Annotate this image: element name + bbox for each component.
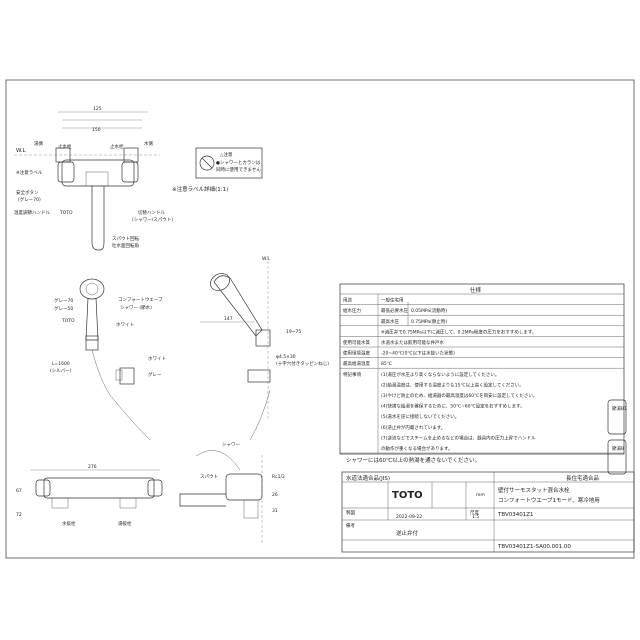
product-name: 壁付サーモスタット混合水栓 xyxy=(498,486,570,494)
spec-row-value: (4)快適な給湯を確保するために、50℃~60℃設定をおすすめします。 xyxy=(381,403,525,410)
front-view: 125 150 W.L 湯側 水側 止水栓 止水栓 ※注意ラベル 安全ボタン (… xyxy=(14,106,173,251)
long-life-cert: 長住宅適合品 xyxy=(566,474,600,482)
spec-row-label: 最高給湯温度 xyxy=(343,360,370,367)
unit-label: mm xyxy=(476,493,485,498)
spec-row-value: (5)湯水を逆に接続しないでください。 xyxy=(381,413,459,420)
water-cert: 水道法適合品(JIS) xyxy=(346,474,390,482)
switch-handle-label: 切替ハンドル xyxy=(138,209,165,216)
spec-row-value: (1)湯圧が水圧より高くならないように設定してください。 xyxy=(381,371,499,378)
sheet-border xyxy=(5,79,635,559)
spec-title: 仕様 xyxy=(470,286,482,294)
dim-67: 67 xyxy=(16,488,22,494)
dim-26: 26 xyxy=(272,492,278,498)
spec-row-sublabel: 最低必要水圧 xyxy=(381,307,408,314)
spec-row-label: 給水圧力 xyxy=(343,307,361,314)
shower-heat-note: シャワーには60℃以上の熱湯を通さないでください。 xyxy=(346,456,480,464)
dim-147: 147 xyxy=(224,316,233,322)
spec-row-value: (3)やけど防止のため、給湯器の最高温度は60℃を目安に設定してください。 xyxy=(381,392,537,399)
stamp-left: 節湯B1 xyxy=(612,405,627,412)
bottom-front-view: 276 67 72 水抜栓 湯抜栓 xyxy=(16,464,163,527)
white-label: ホワイト xyxy=(116,322,134,328)
spec-row-label: 使用環境温度 xyxy=(343,350,370,357)
hose-color-label: (シルバー) xyxy=(50,368,72,374)
spec-row-value: 水道水または飲用可能な井戸水 xyxy=(381,339,444,346)
bottom-side-view: シャワー スパウト Rc1/2 26 31 xyxy=(179,442,285,545)
shower-set-view: グレー70 グレー50 TOTO コンフォートウエーブ シャワー (節水) ホワ… xyxy=(50,278,166,441)
wall-screw-label: φ4.5×30 xyxy=(276,354,296,360)
spec-row-label: 用途 xyxy=(343,297,352,304)
white-label-2: ホワイト xyxy=(148,356,166,362)
stamp-right: 節湯B xyxy=(612,445,624,452)
spec-row-value: 0.05MPa(流動時) xyxy=(411,307,447,314)
dim-31: 31 xyxy=(272,508,278,514)
comfort-shower-sub: シャワー (節水) xyxy=(120,304,152,311)
wall-screw-sub: (十字穴付きタッピンねじ) xyxy=(276,360,329,367)
spec-row-value: (2)給湯温度は、使用する温度よりも15℃以上高く設定してください。 xyxy=(381,381,524,388)
gray50-label: グレー50 xyxy=(54,305,73,312)
spec-row-value: (6)逆止弁が内蔵されています。 xyxy=(381,424,445,431)
stop-hot-label: 湯抜栓 xyxy=(118,520,132,527)
caution-line-2: ●シャワーとカランは xyxy=(216,160,261,166)
rc12-label: Rc1/2 xyxy=(272,474,285,480)
spec-row-value: 一般住宅用 xyxy=(381,297,404,304)
temp-handle-label: 温度調節ハンドル xyxy=(14,209,50,216)
eco-stamps: 節湯B1 節湯B xyxy=(607,399,627,475)
side-view: W.L 147 19~75 φ4.5×30 (十字穴付きタッピンねじ) xyxy=(200,256,329,441)
spec-row-label: 特記事項 xyxy=(343,371,361,378)
safety-button-label: 安全ボタン xyxy=(16,189,39,196)
comfort-shower-label: コンフォートウエーブ xyxy=(118,296,163,303)
scale-value: 1:5 xyxy=(472,514,479,520)
gray-label: グレー xyxy=(148,371,162,378)
spec-row-value: -20~40℃(0℃以下は水抜いた状態) xyxy=(381,350,455,357)
shower-label: シャワー xyxy=(222,442,240,448)
spout-rotate-sub: 吐水面回転角 xyxy=(112,242,139,249)
dim-19-75: 19~75 xyxy=(286,329,301,335)
safety-color-label: (グレー70) xyxy=(18,196,41,203)
dim-72: 72 xyxy=(16,512,22,518)
toto-logo: TOTO xyxy=(392,490,423,501)
spec-row-sublabel: 最高水圧 xyxy=(381,318,399,325)
cold-side-label: 水側 xyxy=(144,140,153,147)
spec-row-value: 85℃ xyxy=(381,361,392,367)
date-value: 2022-09-22 xyxy=(396,514,422,520)
spec-row-value: 0.75MPa(静止時) xyxy=(411,318,447,325)
spec-row-value: (7)逆流などでスチームを止めるなどの場合は、器具内の圧力上昇でハンドル xyxy=(381,434,536,441)
scale-label: 尺度 xyxy=(470,509,479,516)
model-number: TBV03401Z1 xyxy=(497,512,534,518)
caution-label-callout: ※注意ラベル xyxy=(16,169,43,176)
spout-rotate-label: スパウト回転 xyxy=(112,235,139,242)
notes-label: 備考 xyxy=(346,522,355,529)
dim-125: 125 xyxy=(93,106,102,112)
title-block: 水道法適合品(JIS) 長住宅適合品 TOTO mm 壁付サーモスタット混合水栓… xyxy=(341,471,635,553)
caution-label-detail: △注意 ●シャワーとカランは 同時に使用できません ※注意ラベル詳細(1:1) xyxy=(172,147,263,193)
notes-value: 逆止弁付 xyxy=(396,529,419,537)
wl-label-2: W.L xyxy=(262,256,270,262)
dim-276: 276 xyxy=(88,464,97,470)
product-sub: コンフォートウエーブ1モード、寒冷地用 xyxy=(498,496,600,504)
caution-line-1: △注意 xyxy=(220,151,233,158)
spout-label: スパウト xyxy=(200,473,218,480)
date-label: 製図 xyxy=(346,509,355,516)
spec-row-value: ※減圧弁で0.75MPa以下に減圧して、0.2MPa程度の圧力をおすすめします。 xyxy=(381,328,536,335)
stop-cold-label: 水抜栓 xyxy=(62,520,76,527)
dim-150: 150 xyxy=(92,127,101,133)
wl-label-1: W.L xyxy=(16,148,27,154)
switch-handle-sub: (シャワー/スパウト) xyxy=(132,216,173,223)
toto-mark-label: TOTO xyxy=(59,210,73,216)
hose-length-label: L=1600 xyxy=(52,361,70,367)
spec-row-value: の動作が重くなる場合があります。 xyxy=(381,445,453,452)
hot-side-label: 湯側 xyxy=(34,140,43,147)
drawing-number: TBV03401Z1-SA00.001.00 xyxy=(497,544,571,550)
hot-stop-label: 止水栓 xyxy=(58,143,72,150)
toto-mark-2: TOTO xyxy=(61,318,75,324)
caution-line-3: 同時に使用できません xyxy=(216,166,261,173)
spec-row-label: 使用可能水質 xyxy=(343,339,370,346)
gray70-label: グレー70 xyxy=(54,297,73,304)
caution-detail-title: ※注意ラベル詳細(1:1) xyxy=(172,185,228,193)
cold-stop-label: 止水栓 xyxy=(110,143,124,150)
